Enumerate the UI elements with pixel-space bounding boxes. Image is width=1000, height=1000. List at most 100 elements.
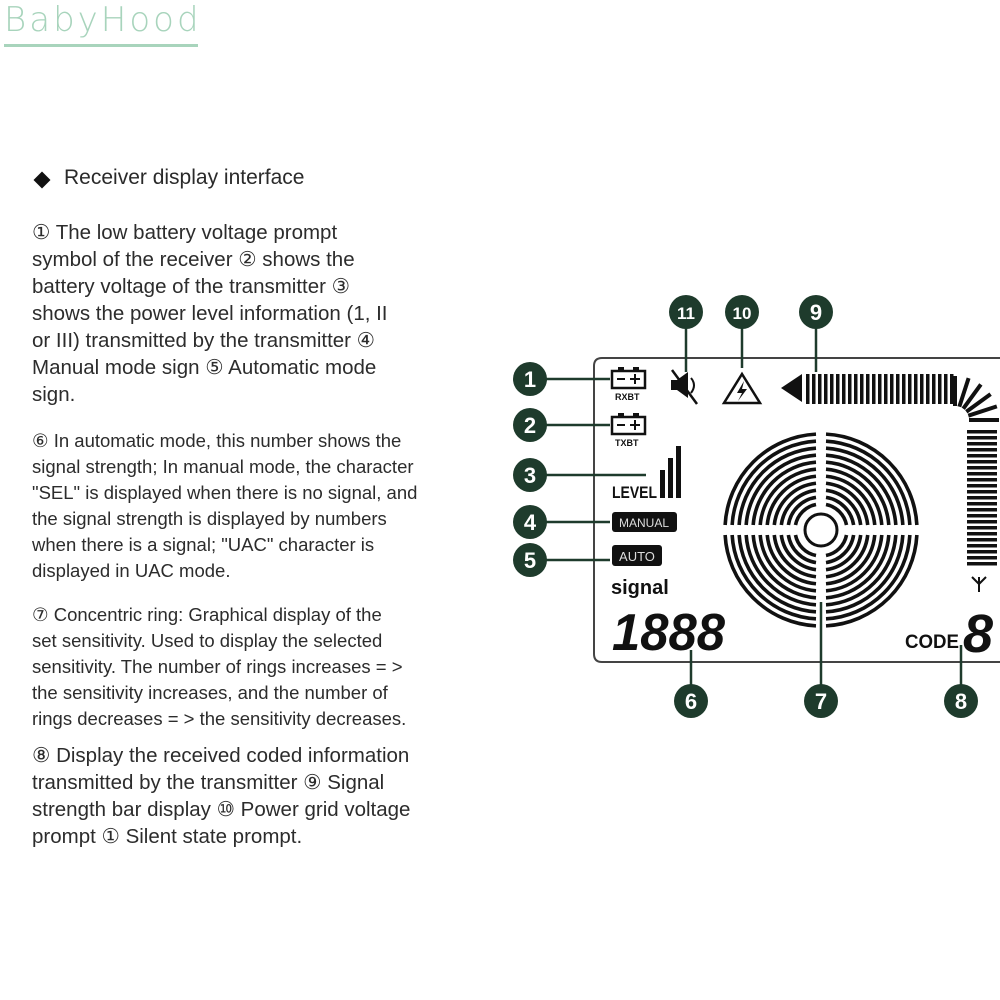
- code-digit: 8: [963, 604, 993, 664]
- callout-badge-10: 10: [725, 295, 759, 329]
- callout-badge-7: 7: [804, 684, 838, 718]
- sensitivity-ring-arc: [786, 534, 817, 565]
- signal-bar-segment: [967, 556, 997, 560]
- sensitivity-ring-arc: [825, 534, 877, 586]
- signal-bar-segment: [967, 490, 997, 494]
- signal-bar-segment: [967, 508, 997, 512]
- callout-badge-5: 5: [513, 543, 547, 577]
- sensitivity-ring-arc: [772, 534, 817, 579]
- signal-arrow-icon: [781, 374, 802, 402]
- sensitivity-ring-arc: [751, 460, 817, 526]
- svg-text:8: 8: [955, 689, 967, 714]
- signal-bar-segment: [967, 538, 997, 542]
- mute-speaker-icon: [670, 369, 699, 405]
- rxbt-label: RXBT: [615, 392, 640, 402]
- signal-bar-segment: [967, 436, 997, 440]
- tx-battery-icon: [610, 413, 647, 436]
- signal-bar-segment: [967, 520, 997, 524]
- description-paragraph-4: ⑧ Display the received coded information…: [32, 744, 411, 848]
- sensitivity-ring-arc: [737, 446, 817, 526]
- sensitivity-ring-arc: [758, 467, 817, 526]
- svg-text:4: 4: [524, 510, 537, 535]
- signal-bar-segment: [860, 374, 864, 404]
- sensitivity-ring-arc: [723, 432, 817, 526]
- manual-mode-box: [612, 512, 677, 532]
- code-label: CODE: [905, 632, 959, 653]
- callout-badge-4: 4: [513, 505, 547, 539]
- svg-text:5: 5: [524, 548, 536, 573]
- signal-bar-segment: [938, 374, 942, 404]
- concentric-rings: [723, 432, 919, 628]
- sensitivity-ring-arc: [825, 439, 912, 526]
- signal-bar-segment: [908, 374, 912, 404]
- sensitivity-ring-arc: [825, 534, 905, 614]
- signal-bar-segment: [818, 374, 822, 404]
- signal-bar-segment: [884, 374, 888, 404]
- heading-text: Receiver display interface: [64, 166, 305, 189]
- high-voltage-warning-icon: [721, 371, 763, 405]
- signal-bar-segment: [967, 544, 997, 548]
- sensitivity-ring-arc: [744, 453, 817, 526]
- sensitivity-ring-arc: [744, 534, 817, 607]
- signal-bar-segment: [967, 430, 997, 434]
- signal-bar-segment: [967, 532, 997, 536]
- sensitivity-ring-arc: [825, 534, 891, 600]
- svg-text:11: 11: [677, 304, 695, 323]
- sensitivity-ring-arc: [825, 534, 863, 572]
- callout-badge-6: 6: [674, 684, 708, 718]
- svg-text:3: 3: [524, 463, 536, 488]
- signal-bar-segment: [902, 374, 906, 404]
- sensitivity-ring-arc: [772, 481, 817, 526]
- signal-strength-bar: [781, 374, 999, 566]
- signal-digits: 1888: [612, 604, 725, 662]
- signal-bar-segment: [950, 374, 954, 404]
- center-ring: [803, 512, 839, 548]
- description-paragraph-3: ⑦ Concentric ring: Graphical display of …: [32, 604, 407, 729]
- sensitivity-ring-arc: [825, 534, 884, 593]
- svg-text:1: 1: [524, 367, 536, 392]
- signal-bar-segment: [830, 374, 834, 404]
- signal-bar-segment: [967, 514, 997, 518]
- callout-badge-2: 2: [513, 408, 547, 442]
- brand-underline: [4, 44, 198, 47]
- sensitivity-ring-arc: [825, 453, 898, 526]
- callout-badge-8: 8: [944, 684, 978, 718]
- callout-badge-11: 11: [669, 295, 703, 329]
- signal-bar-segment: [866, 374, 870, 404]
- signal-bar-segment: [920, 374, 924, 404]
- auto-mode-label: AUTO: [619, 549, 655, 564]
- sensitivity-ring-arc: [825, 534, 870, 579]
- sensitivity-ring-arc: [751, 534, 817, 600]
- svg-text:9: 9: [810, 300, 822, 325]
- level-indicator: [660, 446, 681, 498]
- auto-mode-box: [612, 545, 662, 566]
- sensitivity-ring-arc: [793, 502, 817, 526]
- signal-bar-segment: [967, 460, 997, 464]
- signal-label: signal: [611, 577, 669, 599]
- sensitivity-ring-arc: [825, 488, 863, 526]
- signal-bar-segment: [854, 374, 858, 404]
- signal-bar-segment: [806, 374, 810, 404]
- signal-bar-segment: [944, 374, 948, 404]
- signal-bar-segment: [842, 374, 846, 404]
- rx-battery-icon: [610, 367, 647, 390]
- sensitivity-ring-arc: [825, 467, 884, 526]
- sensitivity-ring-arc: [737, 534, 817, 614]
- signal-bar-segment: [812, 374, 816, 404]
- sensitivity-ring-arc: [825, 495, 856, 526]
- callout-leaders: [545, 328, 963, 685]
- svg-text:6: 6: [685, 689, 697, 714]
- signal-bar-segment: [967, 562, 997, 566]
- manual-mode-label: MANUAL: [619, 516, 669, 530]
- signal-bar-segment: [967, 484, 997, 488]
- signal-bar-segment: [967, 526, 997, 530]
- signal-bar-segment: [967, 442, 997, 446]
- sensitivity-ring-arc: [825, 446, 905, 526]
- signal-bar-segment: [896, 374, 900, 404]
- signal-bar-segment: [967, 448, 997, 452]
- signal-bar-segment: [914, 374, 918, 404]
- signal-bar-segment: [967, 454, 997, 458]
- signal-bar-segment: [878, 374, 882, 404]
- signal-bar-segment: [926, 374, 930, 404]
